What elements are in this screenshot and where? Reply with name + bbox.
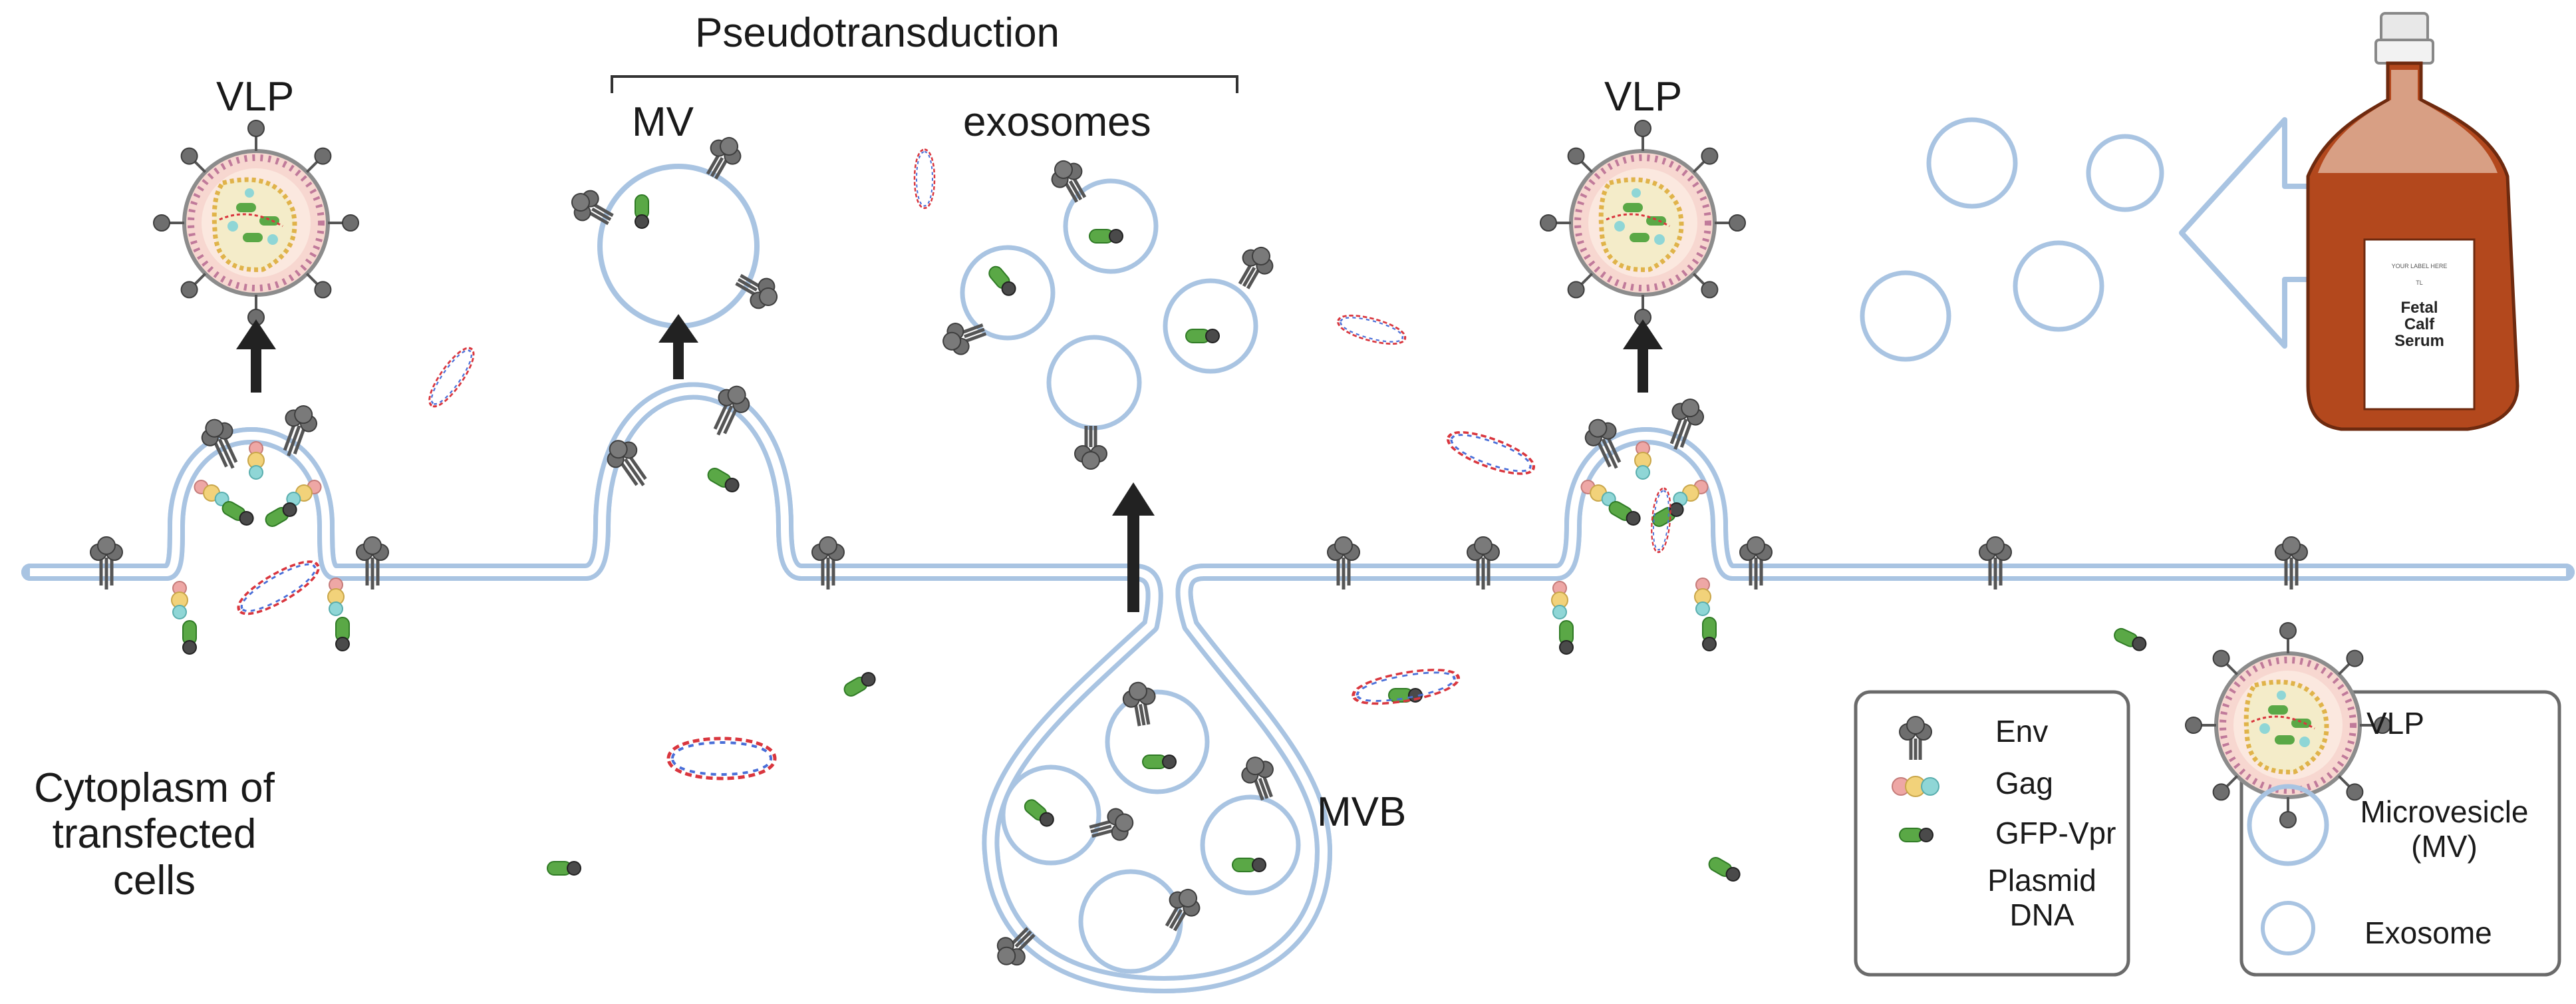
bottle-small-code: TL [2416, 279, 2423, 286]
release-arrows [236, 314, 1663, 612]
released-vlp-right [1540, 120, 1745, 325]
plasmid-dna-icon [1334, 309, 1409, 351]
legend-plasmid-dna-label: Plasmid DNA [1987, 863, 2096, 932]
legend-gag-label: Gag [1995, 766, 2053, 800]
released-microvesicle [421, 131, 784, 413]
legend-microvesicle-label: Microvesicle (MV) [2360, 794, 2529, 864]
legend-left-box [1854, 690, 2130, 977]
released-exosomes [581, 0, 1279, 469]
mv-label: MV [632, 99, 694, 145]
legend-exosome-label: Exosome [2364, 916, 2492, 950]
exosomes-label: exosomes [963, 99, 1151, 145]
legend-env-label: Env [1995, 714, 2049, 749]
serum-exosomes [1860, 117, 2164, 362]
membrane-env-spikes [90, 381, 2307, 589]
microvesicle-icon [2247, 784, 2329, 866]
cytoplasm-label: Cytoplasm of transfected cells [34, 765, 275, 904]
pseudotransduction-bracket [611, 75, 1238, 93]
legend-gfp-vpr-label: GFP-Vpr [1995, 816, 2116, 850]
released-vlp-left [154, 120, 358, 325]
fetal-calf-serum-bottle-icon [2306, 12, 2519, 431]
vlp-right-label: VLP [1604, 74, 1683, 120]
pseudotransduction-label: Pseudotransduction [695, 10, 1060, 56]
plasma-membrane [21, 391, 2575, 993]
legend-vlp-label: VLP [2366, 706, 2424, 741]
mvb-label: MVB [1317, 789, 1407, 835]
vlp-left-label: VLP [216, 74, 295, 120]
cytoplasmic-gag [171, 578, 1717, 655]
gag-icon [1892, 776, 1939, 797]
gfp-vpr-icon [1899, 828, 1933, 842]
bottle-small-label: YOUR LABEL HERE [2391, 263, 2448, 269]
exosome-icon [2261, 901, 2315, 955]
bottle-title: Fetal Calf Serum [2394, 299, 2444, 351]
